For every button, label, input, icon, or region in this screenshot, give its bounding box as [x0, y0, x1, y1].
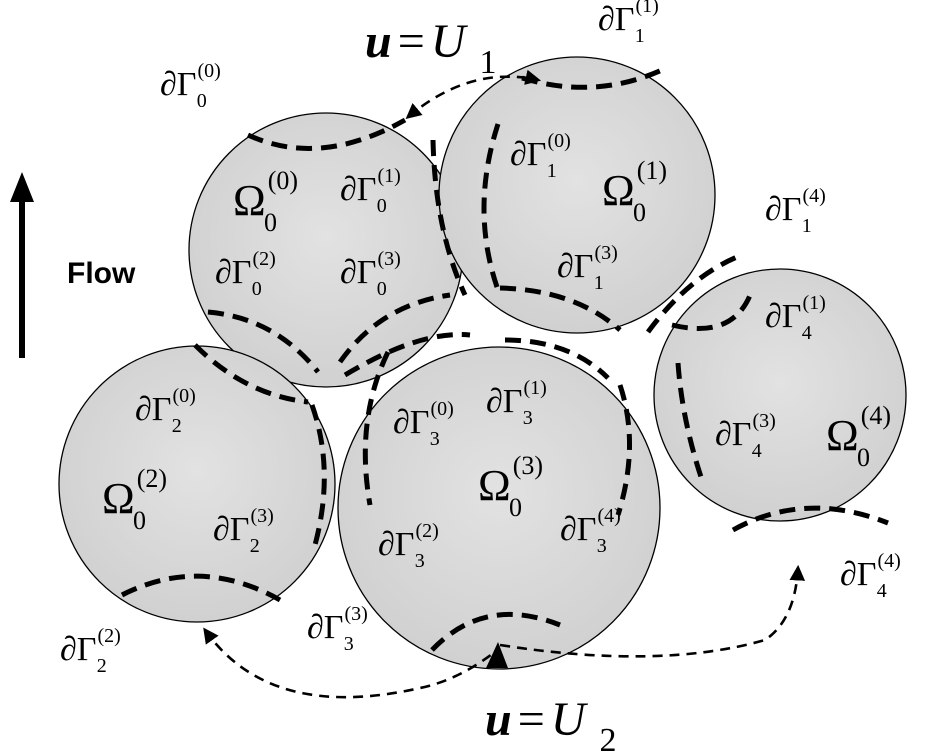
domain-labels: Ω(0)0 Ω(1)0 Ω(2)0 Ω(3)0 Ω(4)0	[102, 156, 891, 535]
boundary-label-2-2: ∂Γ(2)2	[60, 625, 121, 677]
boundary-label-2-0: ∂Γ(0)2	[135, 385, 196, 437]
arrow-u2-right	[499, 564, 806, 658]
boundary-label-4-1: ∂Γ(1)4	[765, 292, 826, 344]
boundary-1-left	[481, 123, 501, 291]
boundary-label-1-1: ∂Γ(1)1	[598, 0, 659, 47]
boundary-4-left	[675, 362, 705, 481]
omega-label-0: Ω(0)0	[233, 166, 298, 237]
omega-label-3: Ω(3)0	[478, 451, 543, 522]
boundary-label-0-3: ∂Γ(3)0	[340, 248, 401, 300]
boundary-3-top-left	[343, 332, 471, 378]
arrow-u2-head	[486, 642, 508, 668]
boundary-label-1-4: ∂Γ(4)1	[765, 185, 826, 237]
boundary-label-3-0: ∂Γ(0)3	[393, 398, 454, 450]
boundary-label-3-1: ∂Γ(1)3	[486, 377, 547, 429]
boundary-label-0-2: ∂Γ(2)0	[215, 248, 276, 300]
boundary-label-3-3: ∂Γ(3)3	[307, 603, 368, 655]
subdomain-circle-0	[188, 112, 464, 388]
omega-label-1: Ω(1)0	[602, 156, 667, 227]
boundary-label-0-1: ∂Γ(1)0	[340, 165, 401, 217]
boundary-3-left	[362, 350, 391, 506]
boundary-label-0-0: ∂Γ(0)0	[160, 60, 221, 112]
subdomain-circle-2	[58, 345, 336, 623]
boundary-2-bottom	[120, 573, 282, 603]
boundary-labels: ∂Γ(0)0 ∂Γ(1)0 ∂Γ(2)0 ∂Γ(3)0 ∂Γ(1)1 ∂Γ(0)…	[60, 0, 901, 677]
boundary-label-4-3: ∂Γ(3)4	[715, 410, 776, 462]
flow-label: Flow	[67, 257, 136, 290]
boundary-4-top	[671, 289, 755, 331]
omega-label-2: Ω(2)0	[102, 464, 167, 535]
boundary-1-right	[645, 252, 743, 334]
boundary-label-4-4: ∂Γ(4)4	[840, 550, 901, 602]
boundary-label-2-3: ∂Γ(3)2	[213, 505, 274, 557]
subdomain-circle-1	[438, 56, 716, 334]
boundary-2-top	[193, 343, 309, 405]
boundary-4-bottom	[731, 505, 889, 533]
flow-arrow	[10, 172, 34, 358]
boundary-3-right	[615, 384, 632, 516]
arrow-u2-left	[203, 627, 501, 699]
subdomain-circle-3	[337, 346, 661, 670]
boundary-0-top	[246, 117, 407, 151]
arrow-u1	[405, 69, 542, 120]
boundary-label-3-4: ∂Γ(4)3	[560, 505, 621, 557]
boundary-3-top-right	[504, 337, 610, 380]
boundary-0-bottom-right	[337, 292, 451, 364]
boundary-1-top	[521, 67, 664, 90]
condition-arrows	[203, 69, 806, 699]
boundary-2-right	[309, 404, 327, 546]
boundary-label-1-3: ∂Γ(3)1	[557, 242, 618, 294]
subdomain-circle-4	[653, 268, 907, 522]
omega-label-4: Ω(4)0	[826, 401, 891, 472]
boundary-label-1-0: ∂Γ(0)1	[510, 130, 571, 182]
boundary-label-3-2: ∂Γ(2)3	[378, 520, 439, 572]
boundary-0-right	[430, 139, 468, 297]
dashed-boundaries	[120, 67, 889, 652]
boundary-0-bottom-left	[207, 309, 320, 374]
